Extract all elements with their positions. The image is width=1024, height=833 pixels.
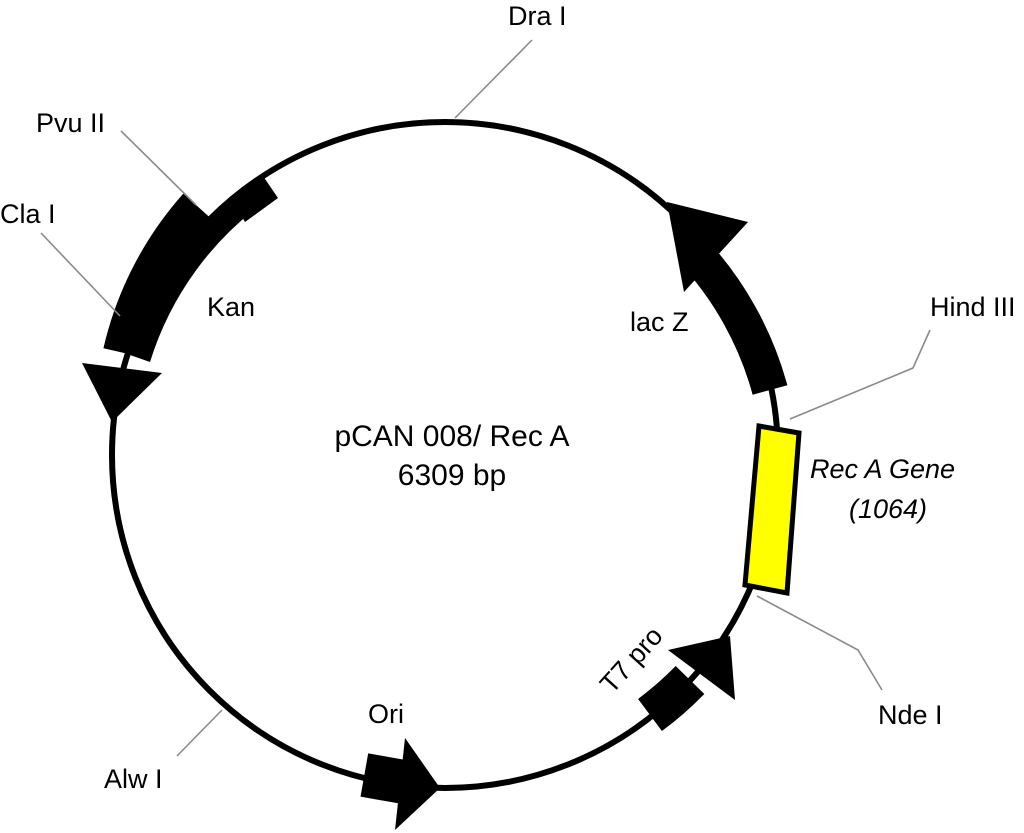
plasmid-size: 6309 bp — [398, 459, 506, 492]
pvu-leader-line — [120, 130, 197, 206]
alw-label: Alw I — [104, 764, 163, 794]
lacz-label: lac Z — [630, 307, 689, 337]
kan-feature-arrow — [82, 176, 278, 422]
cla-leader-line — [40, 232, 121, 317]
ori-label: Ori — [368, 699, 404, 729]
plasmid-name: pCAN 008/ Rec A — [334, 420, 569, 453]
t7-feature-arrow — [637, 636, 735, 732]
kan-label: Kan — [207, 292, 255, 322]
reca-label: Rec A Gene — [810, 454, 955, 484]
reca-length-label: (1064) — [849, 494, 927, 524]
dra-label: Dra I — [508, 1, 567, 31]
nde-leader-line — [756, 595, 883, 691]
hind-leader-line — [789, 329, 931, 420]
hind-label: Hind III — [930, 292, 1016, 322]
lacz-feature-arrow — [667, 202, 788, 395]
dra-leader-line — [454, 39, 533, 119]
ori-feature-arrow — [360, 738, 440, 830]
cla-label: Cla I — [0, 199, 56, 229]
reca-gene-box — [742, 423, 802, 596]
nde-label: Nde I — [878, 700, 943, 730]
pvu-label: Pvu II — [36, 108, 105, 138]
alw-leader-line — [176, 709, 223, 757]
